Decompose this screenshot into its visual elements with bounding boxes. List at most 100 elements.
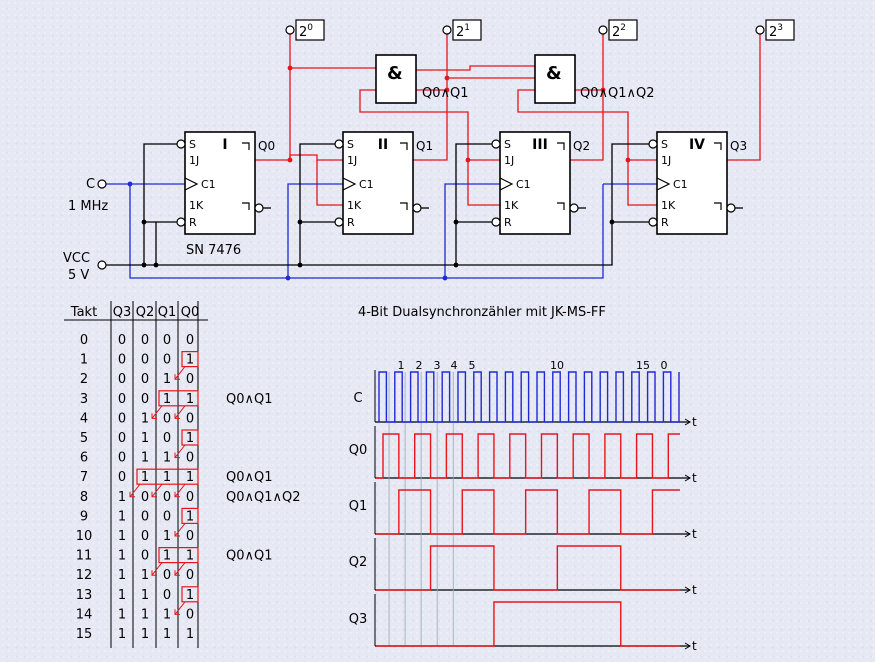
takt-cell: 3 xyxy=(80,392,88,407)
carry-arrowhead xyxy=(151,570,157,576)
wire xyxy=(129,184,604,279)
inverter-bubble xyxy=(726,203,736,213)
clock-number: 5 xyxy=(469,359,476,372)
toggle-highlight xyxy=(181,351,199,368)
table-header-cell: Takt xyxy=(70,305,97,320)
toggle-highlight xyxy=(136,468,199,485)
carry-arrowhead xyxy=(129,491,135,498)
toggle-highlight xyxy=(158,390,199,407)
wire xyxy=(467,160,500,206)
pin-c-label: C1 xyxy=(516,178,531,191)
flipflop-body xyxy=(499,131,571,235)
bit-cell: 0 xyxy=(163,588,171,603)
carry-arrow xyxy=(151,483,163,498)
postponed-mark xyxy=(400,142,408,150)
bit-cell: 0 xyxy=(163,568,171,583)
wire xyxy=(287,183,343,278)
bit-cell: 1 xyxy=(141,431,149,446)
inverter-bubble xyxy=(648,139,658,149)
clock-number: 3 xyxy=(434,359,441,372)
bit-cell: 0 xyxy=(118,392,126,407)
time-arrow xyxy=(684,474,691,482)
bit-cell: 0 xyxy=(118,353,126,368)
junction-dot xyxy=(600,87,606,93)
clock-label: C xyxy=(86,177,95,192)
bit-cell: 0 xyxy=(141,372,149,387)
bit-cell: 1 xyxy=(186,470,194,485)
time-axis-label: t xyxy=(692,639,697,653)
bit-cell: 1 xyxy=(118,509,126,524)
junction-dot xyxy=(141,262,147,268)
and-label-1: Q0∧Q1 xyxy=(422,86,469,101)
terminal-box xyxy=(452,19,482,41)
and-gate-body xyxy=(375,54,417,104)
bit-cell: 0 xyxy=(118,372,126,387)
signal-name: Q1 xyxy=(349,499,368,514)
bit-cell: 1 xyxy=(141,470,149,485)
diagram-title: 4-Bit Dualsynchronzähler mit JK-MS-FF xyxy=(358,305,606,320)
clock-number: 2 xyxy=(416,359,423,372)
vcc-label: VCC xyxy=(63,251,90,266)
bit-cell: 1 xyxy=(163,529,171,544)
bit-cell: 0 xyxy=(141,333,149,348)
wire xyxy=(517,89,657,161)
pin-r-label: R xyxy=(504,216,512,229)
time-axis-label: t xyxy=(692,415,697,429)
takt-cell: 9 xyxy=(80,509,88,524)
bit-cell: 0 xyxy=(186,411,194,426)
takt-cell: 0 xyxy=(80,333,88,348)
toggle-highlight xyxy=(181,429,199,446)
takt-cell: 12 xyxy=(76,568,93,583)
bit-cell: 0 xyxy=(141,529,149,544)
carry-arrowhead xyxy=(174,374,180,380)
carry-arrow xyxy=(174,601,186,615)
table-header-cell: Q1 xyxy=(158,305,177,320)
bit-cell: 1 xyxy=(118,529,126,544)
output-waveform xyxy=(376,601,680,647)
bit-cell: 1 xyxy=(141,627,149,642)
pin-j-label: 1J xyxy=(661,154,671,167)
and-gate-2: & xyxy=(534,54,576,104)
bit-cell: 0 xyxy=(163,333,171,348)
junction-dot xyxy=(465,157,471,163)
flipflop-body xyxy=(656,131,728,235)
wire xyxy=(143,143,181,265)
pin-j-label: 1J xyxy=(504,154,514,167)
takt-cell: 10 xyxy=(76,529,93,544)
bit-cell: 0 xyxy=(118,431,126,446)
junction-dot xyxy=(609,219,615,225)
carry-arrow xyxy=(174,562,186,576)
bit-cell: 1 xyxy=(141,451,149,466)
output-terminal-3: 22 xyxy=(598,19,638,41)
bit-cell: 1 xyxy=(141,588,149,603)
takt-cell: 7 xyxy=(80,470,88,485)
bit-cell: 1 xyxy=(163,607,171,622)
carry-arrow xyxy=(174,523,186,537)
table-header-cell: Q0 xyxy=(181,305,200,320)
inverter-bubble xyxy=(648,217,658,227)
time-axis-label: t xyxy=(692,527,697,541)
inverter-bubble xyxy=(491,217,501,227)
flipflop-name: I xyxy=(222,137,227,153)
wire xyxy=(455,143,496,265)
junction-dot xyxy=(141,219,147,225)
vcc-value: 5 V xyxy=(68,268,89,283)
flipflop-body xyxy=(184,131,256,235)
wire xyxy=(416,65,535,71)
carry-arrow xyxy=(151,405,163,419)
toggle-highlight xyxy=(158,546,199,564)
output-weight: 21 xyxy=(456,23,470,40)
carry-arrow xyxy=(151,562,163,576)
junction-dot xyxy=(127,181,133,187)
pin-k-label: 1K xyxy=(189,199,204,212)
junction-dot xyxy=(442,275,448,281)
terminal-circle xyxy=(285,25,295,35)
clock-number: 0 xyxy=(661,359,668,372)
bit-cell: 1 xyxy=(163,549,171,564)
clock-number: 10 xyxy=(550,359,564,372)
